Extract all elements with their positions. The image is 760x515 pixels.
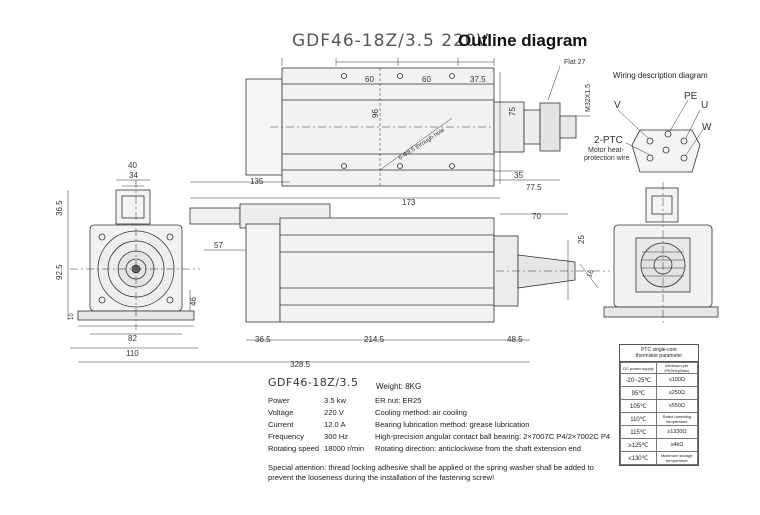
spec-model: GDF46-18Z/3.5 xyxy=(268,376,359,389)
dim-side-328-5: 328.5 xyxy=(290,360,311,369)
wiring-label-u: U xyxy=(701,100,708,111)
wiring-label-w: W xyxy=(702,122,712,133)
dim-side-36-5: 36.5 xyxy=(255,335,271,344)
motor-protection-line2: protection wire xyxy=(584,155,630,162)
dim-side-57: 57 xyxy=(214,241,223,250)
wiring-label-ptc: 2-PTC xyxy=(594,135,623,146)
dim-side-70: 70 xyxy=(532,212,541,221)
ptc-parameter-table: PTC single-core thermistor parameter DC … xyxy=(619,344,699,466)
ptc-head-supply: DC power supply xyxy=(620,362,657,374)
spec-weight: Weight: 8KG xyxy=(376,382,422,391)
wiring-label-pe: PE xyxy=(684,91,698,102)
dim-side-25: 25 xyxy=(577,235,586,244)
model-title: GDF46-18Z/3.5 220V xyxy=(292,31,490,51)
thread-label: M32X1.5 xyxy=(585,84,592,112)
dim-side-16-deg: 16 xyxy=(586,269,595,279)
dim-front-10: 10 xyxy=(69,313,75,320)
dim-side-48-5: 48.5 xyxy=(507,335,523,344)
dim-top-96: 96 xyxy=(371,109,380,118)
ptc-title-line2: thermistor parameter xyxy=(635,353,683,359)
side-view xyxy=(78,181,610,363)
front-view xyxy=(67,179,200,349)
special-attention-note: Special attention: thread locking adhesi… xyxy=(268,463,594,483)
dim-side-135: 135 xyxy=(250,177,264,186)
ptc-row: 95℃≤250Ω xyxy=(620,386,699,400)
dim-top-75: 75 xyxy=(508,107,517,116)
wiring-label-v: V xyxy=(614,100,621,111)
ptc-row: -20~25℃≤100Ω xyxy=(620,373,699,387)
dim-top-60-b: 60 xyxy=(422,75,431,84)
dim-top-77-5: 77.5 xyxy=(526,183,542,192)
note-line1: Special attention: thread locking adhesi… xyxy=(268,463,594,472)
ptc-row: 105℃≤550Ω xyxy=(620,399,699,413)
dim-side-173: 173 xyxy=(402,198,416,207)
dim-front-46: 46 xyxy=(189,297,198,306)
ptc-row: ≥125℃≥4kΩ xyxy=(620,438,699,452)
dim-front-36-5: 36.5 xyxy=(55,200,64,216)
dim-top-35: 35 xyxy=(514,171,523,180)
wiring-diagram xyxy=(617,99,705,173)
drawing-title: Outline diagram xyxy=(458,31,588,50)
dim-front-92-5: 92.5 xyxy=(55,264,64,280)
end-view xyxy=(603,182,719,325)
ptc-title-line1: PTC single-core xyxy=(641,347,677,353)
note-line2: prevent the looseness during the install… xyxy=(268,473,495,482)
dim-side-214-5: 214.5 xyxy=(364,335,385,344)
dim-front-40: 40 xyxy=(128,161,137,170)
dim-top-37-5: 37.5 xyxy=(470,75,486,84)
ptc-row: 115℃≥1330Ω xyxy=(620,425,699,439)
motor-protection-line1: Motor heat- xyxy=(588,147,624,154)
top-view xyxy=(245,58,590,187)
dim-front-82: 82 xyxy=(128,334,137,343)
wiring-title: Wiring description diagram xyxy=(613,71,708,80)
dim-front-110: 110 xyxy=(126,349,139,358)
dim-top-60-a: 60 xyxy=(365,75,374,84)
flat-label: Flat 27 xyxy=(564,59,586,66)
ptc-head-min: Minimum per 2R(0Hz)(Max) xyxy=(655,362,699,374)
dim-front-34: 34 xyxy=(129,171,138,180)
